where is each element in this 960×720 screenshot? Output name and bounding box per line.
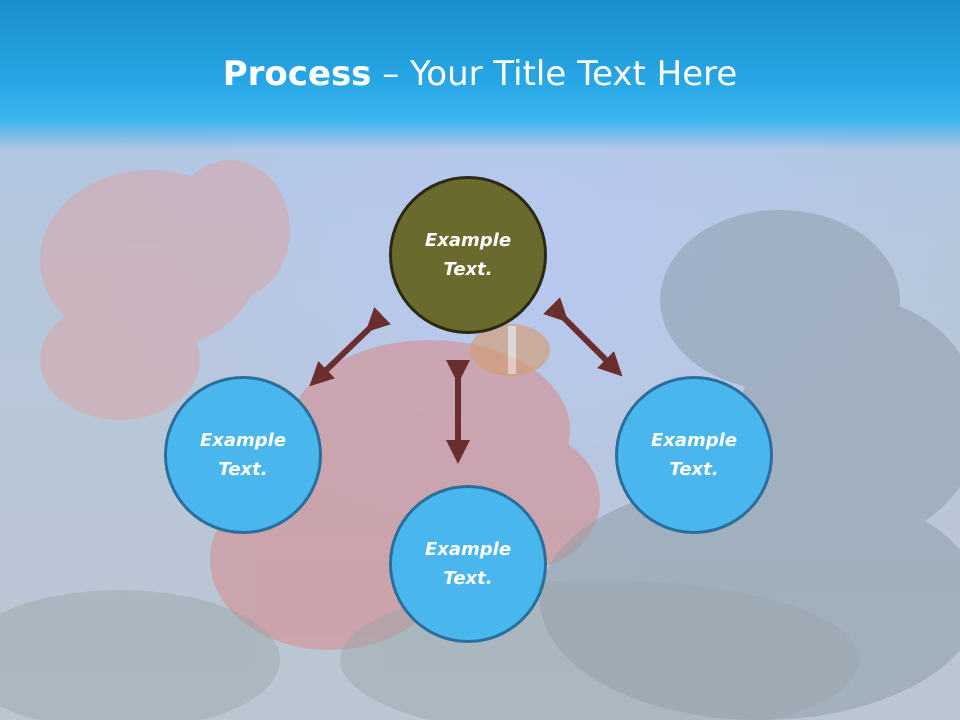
process-node-bottom-text: Example Text. [424, 539, 512, 589]
coral-left [40, 160, 290, 420]
slide-title: Process – Your Title Text Here [0, 52, 960, 96]
process-node-left-text: Example Text. [199, 430, 287, 480]
process-node-right-text: Example Text. [650, 430, 738, 480]
reef-right [540, 210, 960, 720]
title-bold-text: Process [222, 54, 372, 94]
title-rest-text: – Your Title Text Here [371, 54, 738, 94]
title-bar [0, 0, 960, 150]
process-node-top-text: Example Text. [424, 230, 512, 280]
process-node-right: Example Text. [615, 376, 773, 534]
process-node-bottom: Example Text. [389, 485, 547, 643]
process-node-top: Example Text. [389, 176, 547, 334]
process-node-left: Example Text. [164, 376, 322, 534]
clownfish [470, 324, 550, 376]
